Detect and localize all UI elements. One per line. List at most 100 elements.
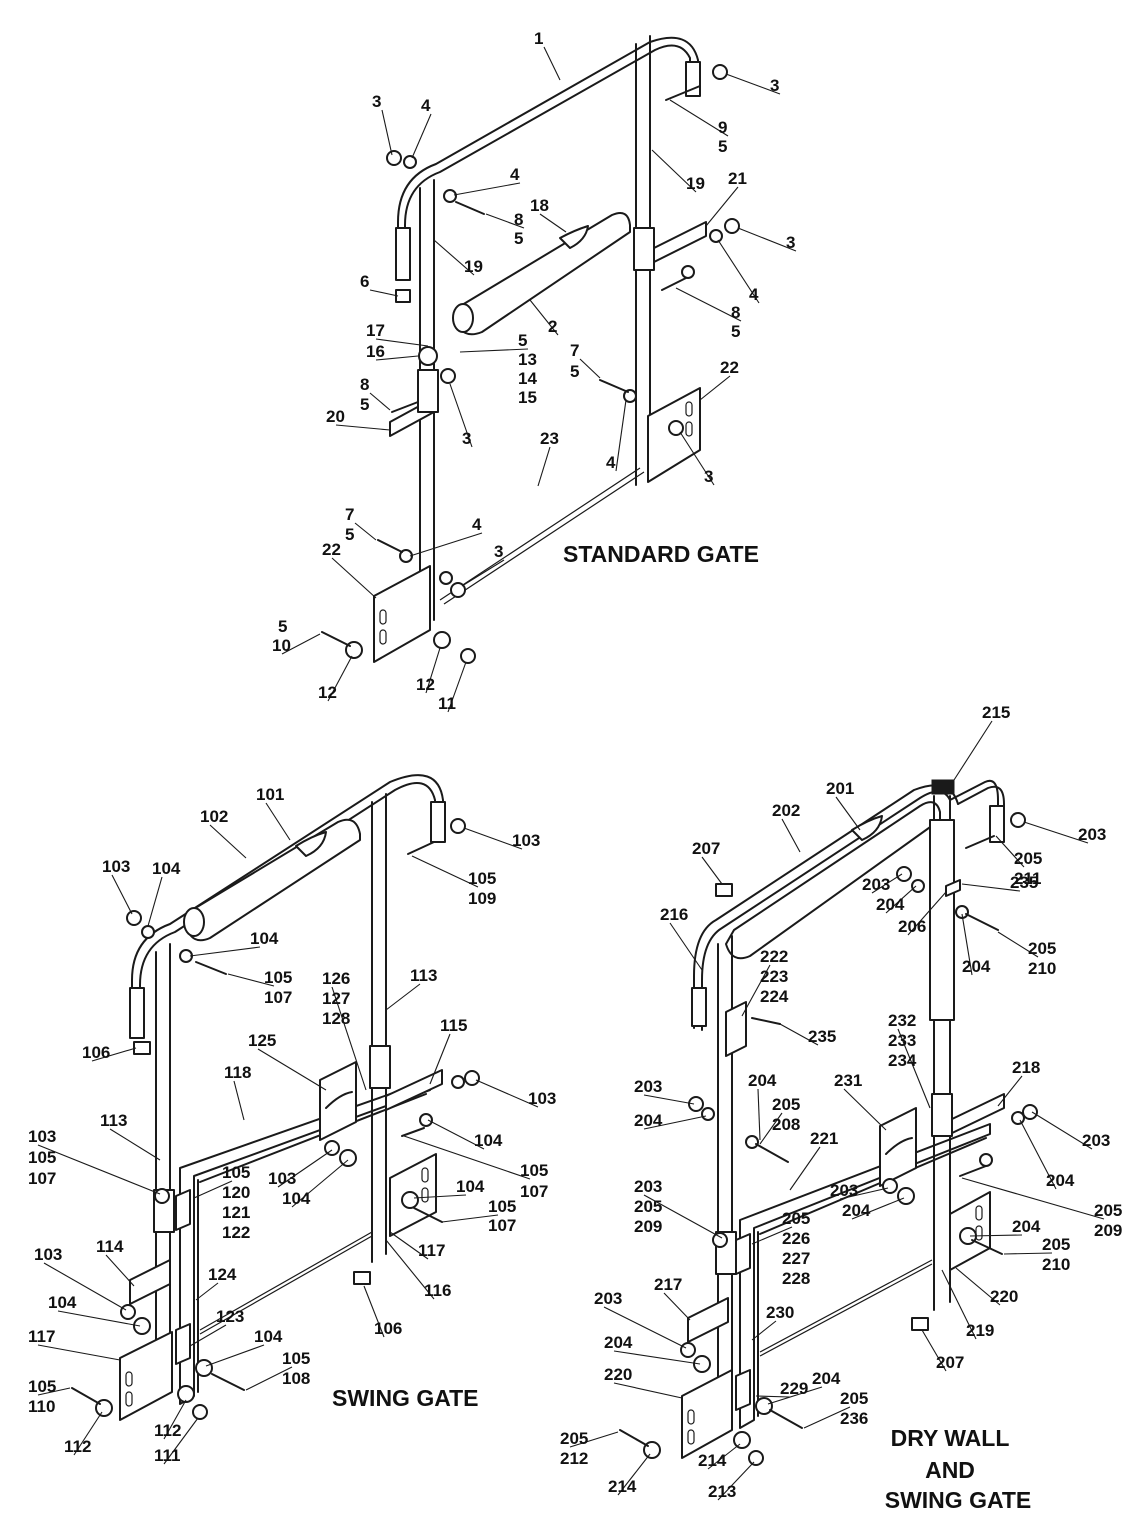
callout-w104e: 104 — [456, 1177, 485, 1196]
callout-w102: 102 — [200, 807, 228, 826]
nut-203 — [1010, 812, 1026, 828]
leader-line-d235b — [779, 1023, 819, 1046]
nut-103 — [154, 1188, 170, 1204]
callout-s15: 15 — [518, 388, 537, 407]
leader-line-w117b — [37, 1344, 121, 1361]
leader-line-s12a — [327, 655, 353, 702]
title-drywall-line2: AND — [925, 1457, 975, 1483]
callout-w112b: 112 — [154, 1421, 181, 1440]
washer-4 — [443, 189, 457, 203]
callout-d203a: 203 — [1078, 825, 1106, 844]
title-standard-gate: STANDARD GATE — [563, 541, 759, 567]
callout-w117b: 117 — [28, 1327, 55, 1346]
handle-end — [183, 907, 205, 937]
leader-line-s6 — [369, 289, 399, 297]
plate-slot — [685, 401, 693, 417]
bolt-10 — [321, 631, 351, 647]
callout-d204b: 204 — [962, 957, 991, 976]
callout-w122: 122 — [222, 1223, 250, 1242]
leader-line-d229 — [755, 1395, 791, 1398]
nut-203 — [896, 866, 912, 882]
callout-s9: 9 — [718, 118, 727, 137]
callout-s5f: 5 — [360, 395, 369, 414]
callout-d204h: 204 — [604, 1333, 633, 1352]
callout-s5c: 5 — [731, 322, 740, 341]
callout-d216: 216 — [660, 905, 688, 924]
drywall-cable-230 — [759, 1259, 933, 1357]
callout-d204a: 204 — [876, 895, 905, 914]
leader-line-s7b — [354, 522, 377, 541]
leader-line-d201 — [835, 796, 861, 831]
leader-line-w112a — [73, 1411, 103, 1456]
callout-d230: 230 — [766, 1303, 794, 1322]
callout-w127: 127 — [322, 989, 350, 1008]
callout-w104b: 104 — [250, 929, 279, 948]
leader-line-s16 — [375, 355, 419, 361]
leader-line-w115 — [429, 1033, 451, 1085]
washer-104 — [451, 1075, 465, 1089]
swing-post-right — [371, 793, 387, 1263]
bracket-115 — [385, 1069, 443, 1111]
leader-line-w101 — [265, 802, 291, 841]
leader-line-w125 — [257, 1048, 327, 1091]
leader-line-w105a — [411, 855, 479, 888]
leader-line-w105b — [227, 973, 275, 987]
callout-d204d: 204 — [748, 1071, 777, 1090]
swing-cable-124 — [199, 1231, 373, 1335]
post-clamp — [931, 1093, 953, 1137]
leader-line-d207a — [701, 856, 723, 885]
callout-w128: 128 — [322, 1009, 350, 1028]
leader-line-w118 — [233, 1080, 245, 1121]
washer-4 — [623, 389, 637, 403]
washer-204 — [745, 1135, 759, 1149]
leader-line-w103e — [277, 1149, 333, 1188]
callout-d220a: 220 — [990, 1287, 1018, 1306]
leader-line-s11 — [447, 661, 467, 713]
leader-line-s23 — [537, 446, 551, 487]
callout-w111: 111 — [154, 1446, 181, 1465]
callout-s7a: 7 — [570, 341, 579, 360]
callout-s4b: 4 — [510, 165, 520, 184]
plate-slot — [685, 421, 693, 437]
leader-line-w114 — [105, 1254, 135, 1287]
callout-s5h: 5 — [278, 617, 287, 636]
leader-line-d203a — [1023, 821, 1089, 844]
leader-line-s4e — [409, 532, 483, 557]
bracket-217 — [687, 1297, 729, 1343]
bolt-8 — [391, 401, 419, 413]
callout-d209b: 209 — [634, 1217, 662, 1236]
leader-line-d203e — [1031, 1111, 1093, 1150]
callout-w103e: 103 — [268, 1169, 296, 1188]
callout-d231: 231 — [834, 1071, 862, 1090]
leader-line-w104c — [427, 1119, 485, 1150]
callout-w116: 116 — [424, 1281, 451, 1300]
callout-w112a: 112 — [64, 1437, 91, 1456]
washer-104 — [141, 925, 155, 939]
leader-line-s10 — [281, 633, 321, 655]
leader-line-s8b — [675, 287, 742, 322]
handle-grip-cutout — [295, 831, 327, 857]
bolt-110 — [71, 1387, 101, 1405]
nut-3 — [668, 420, 684, 436]
leader-line-d204a — [885, 885, 917, 914]
callout-d228: 228 — [782, 1269, 810, 1288]
callout-s12a: 12 — [318, 683, 337, 702]
leader-line-d214a — [617, 1453, 651, 1496]
latch-plate-125 — [319, 1061, 357, 1141]
callout-d204g: 204 — [842, 1201, 871, 1220]
leader-line-w113b — [109, 1128, 161, 1161]
callout-d234: 234 — [888, 1051, 917, 1070]
callout-w103a: 103 — [102, 857, 130, 876]
callout-d203d: 203 — [634, 1177, 662, 1196]
plate-slot — [125, 1371, 133, 1387]
leader-line-w104f — [57, 1310, 141, 1327]
callout-d203b: 203 — [862, 875, 890, 894]
cross-bracket-21 — [649, 221, 707, 265]
plate-slot — [687, 1409, 695, 1425]
padded-handle-sleeve — [185, 818, 361, 942]
washer-204 — [693, 1355, 711, 1373]
nut-103 — [120, 1304, 136, 1320]
callout-d226: 226 — [782, 1229, 810, 1248]
leader-line-d216 — [669, 922, 703, 971]
callout-w105d: 105 — [520, 1161, 548, 1180]
